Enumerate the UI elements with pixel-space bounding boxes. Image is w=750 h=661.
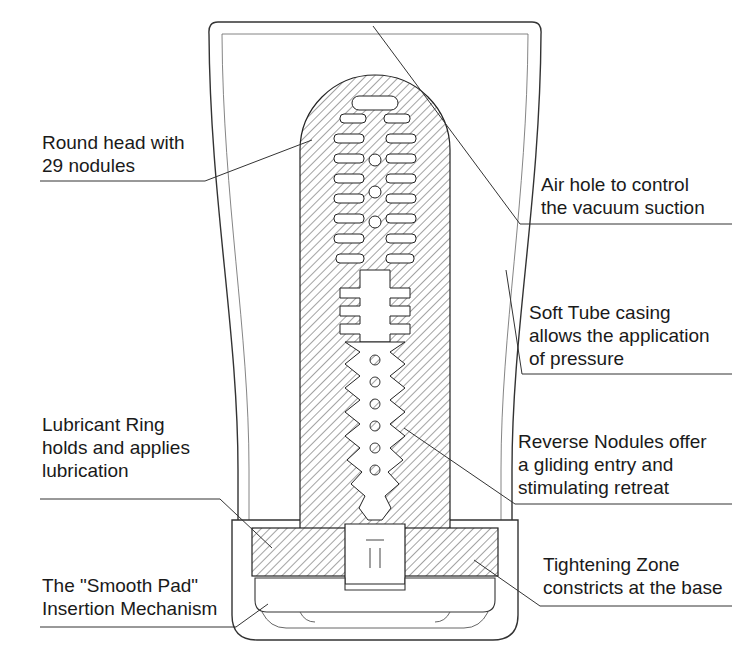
- pad-rings: [262, 612, 488, 628]
- channel-holes: [370, 355, 380, 475]
- smooth-pad: [255, 578, 495, 612]
- callout-label: Tightening Zone constricts at the base: [543, 553, 741, 599]
- casing-inner-line: [222, 34, 528, 520]
- callout-label: Air hole to control the vacuum suction: [541, 173, 713, 219]
- base-cap: [232, 520, 518, 640]
- insert-opening: [345, 524, 405, 584]
- rib-section: [340, 270, 410, 342]
- callout-label: The "Smooth Pad" Insertion Mechanism: [42, 574, 232, 620]
- inner-sleeve: [300, 75, 450, 540]
- insert-slit: [366, 540, 384, 568]
- callout-label: Lubricant Ring holds and applies lubrica…: [42, 413, 204, 482]
- callout-label: Round head with 29 nodules: [42, 131, 200, 177]
- callout-label: Soft Tube casing allows the application …: [529, 301, 721, 370]
- callout-label: Reverse Nodules offer a gliding entry an…: [518, 430, 718, 499]
- casing-outline: [209, 22, 541, 522]
- head-nodules: [334, 96, 416, 263]
- leader-lines: [40, 26, 732, 627]
- reverse-nodules: [345, 342, 405, 520]
